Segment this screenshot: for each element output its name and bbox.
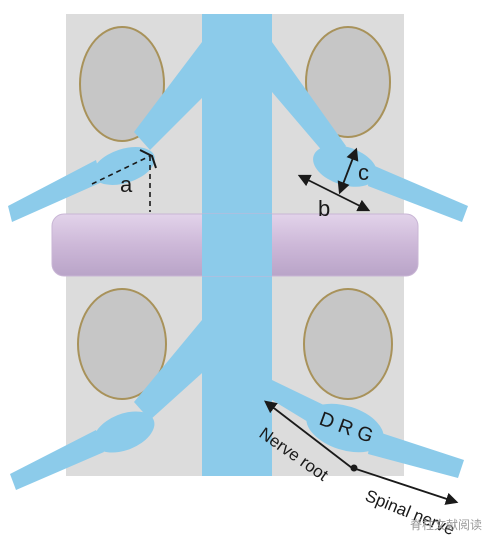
pedicle-lower-right [303, 288, 393, 400]
nerve-root-endpoint [350, 464, 358, 472]
label-a: a [120, 172, 133, 197]
measure-c-arrow [337, 147, 359, 195]
pedicle-upper-right [305, 26, 391, 138]
watermark-text: 脊柱文献阅读 [409, 518, 482, 532]
pedicle-upper-left [79, 26, 165, 142]
label-c: c [358, 160, 369, 185]
measure-b-arrow [297, 174, 371, 212]
nerve-root-arrow [264, 400, 353, 469]
angle-a-marker [91, 149, 157, 212]
spinal-cord-overlap [202, 214, 272, 276]
spinal-nerve-arrow [355, 468, 459, 505]
pedicle-lower-left [77, 288, 167, 400]
nerve-lower-left [10, 320, 232, 490]
label-b: b [318, 196, 330, 221]
nerve-lower-right [272, 380, 464, 478]
